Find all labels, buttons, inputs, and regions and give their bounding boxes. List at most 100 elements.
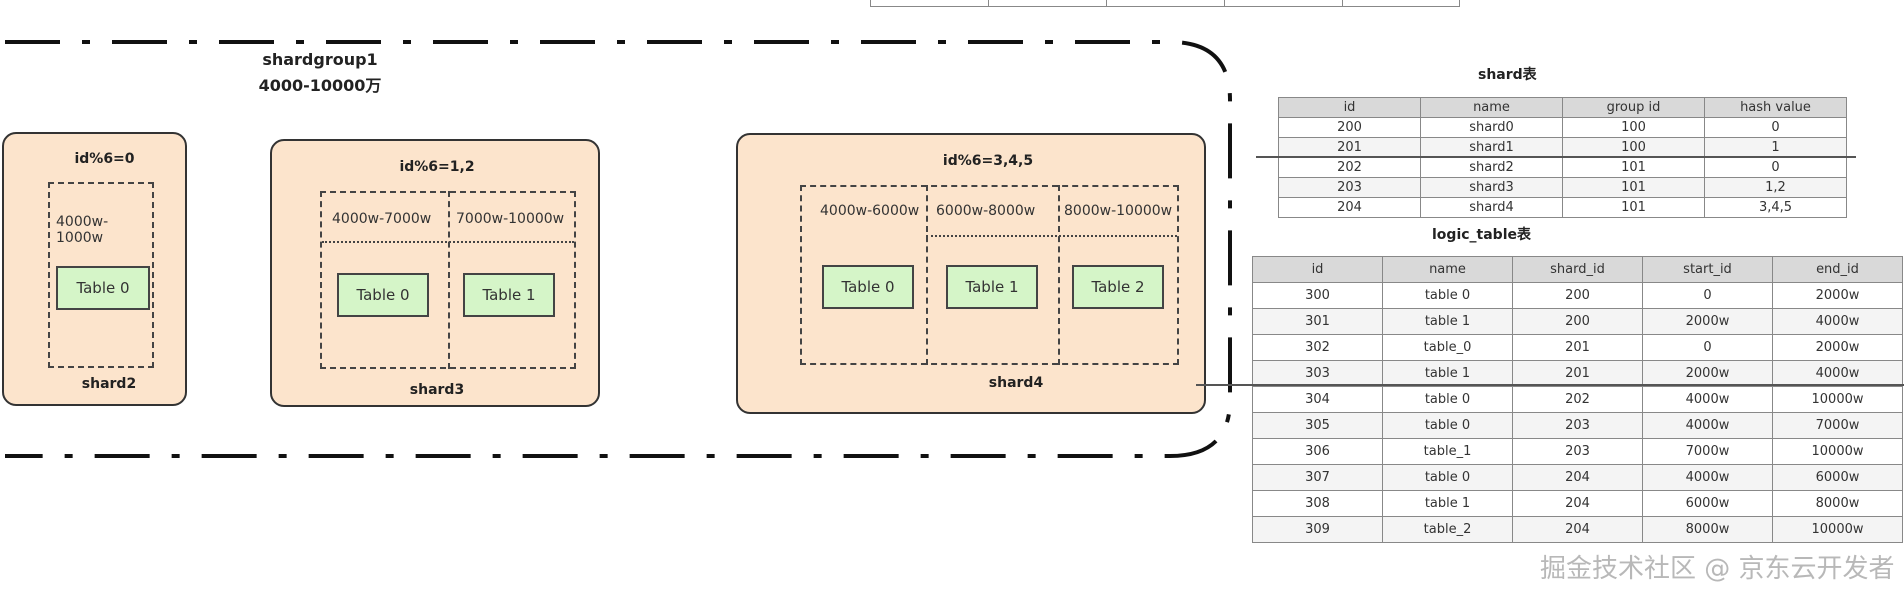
cell: shard1 (1420, 137, 1563, 158)
shard3-range-0: 4000w-7000w (332, 211, 432, 227)
cell: 2000w (1772, 282, 1903, 309)
cell: 101 (1562, 197, 1705, 218)
table-row: 201 shard1 100 1 (1278, 137, 1847, 158)
cell: 203 (1512, 438, 1643, 465)
shard2-box: id%6=0 4000w-1000w Table 0 shard2 (2, 132, 187, 406)
shard-table-header: name (1420, 97, 1563, 118)
cell: 7000w (1772, 412, 1903, 439)
cell: shard2 (1420, 157, 1563, 178)
cell: 202 (1512, 386, 1643, 413)
shard4-range-0: 4000w-6000w (820, 203, 920, 219)
cell: 10000w (1772, 516, 1903, 543)
cell: 203 (1512, 412, 1643, 439)
cell: 0 (1642, 282, 1773, 309)
cell: shard4 (1420, 197, 1563, 218)
cell: 204 (1512, 490, 1643, 517)
logic-table-header: shard_id (1512, 256, 1643, 283)
cell: 0 (1704, 117, 1847, 138)
cell: 0 (1704, 157, 1847, 178)
logic-table-header: name (1382, 256, 1513, 283)
cell: 4000w (1642, 412, 1773, 439)
shard3-box: id%6=1,2 4000w-7000w 7000w-10000w Table … (270, 139, 600, 407)
cell: 201 (1512, 360, 1643, 387)
shard4-range-1: 6000w-8000w (936, 203, 1036, 219)
cell: 204 (1278, 197, 1421, 218)
cell: 100 (1562, 117, 1705, 138)
cell: 100 (1562, 137, 1705, 158)
shard3-name: shard3 (409, 382, 465, 398)
shardgroup-boundary (5, 40, 1232, 458)
shard3-table-0: Table 0 (337, 273, 429, 317)
shard4-name: shard4 (988, 375, 1044, 391)
cell: 6000w (1642, 490, 1773, 517)
cell: 200 (1512, 282, 1643, 309)
logic-table-header: id (1252, 256, 1383, 283)
cell: shard0 (1420, 117, 1563, 138)
cell: 101 (1562, 177, 1705, 198)
shard3-range-1: 7000w-10000w (456, 211, 565, 227)
cell: 303 (1252, 360, 1383, 387)
cell: 1,2 (1704, 177, 1847, 198)
cell: 4000w (1772, 360, 1903, 387)
cell: table 0 (1382, 282, 1513, 309)
cell: table 1 (1382, 308, 1513, 335)
shard-table: id name group id hash value 200 shard0 1… (1278, 97, 1847, 218)
cell: shard3 (1420, 177, 1563, 198)
shard4-box: id%6=3,4,5 4000w-6000w 6000w-8000w 8000w… (736, 133, 1206, 414)
cell: table_2 (1382, 516, 1513, 543)
cell: 200 (1278, 117, 1421, 138)
cell: 4000w (1772, 308, 1903, 335)
partial-table-top (870, 0, 1460, 7)
shardgroup-title: shardgroup1 (262, 50, 378, 69)
shard4-condition: id%6=3,4,5 (942, 153, 1034, 169)
cell: 8000w (1772, 490, 1903, 517)
cell: 6000w (1772, 464, 1903, 491)
logic-table-title: logic_table表 (1432, 227, 1531, 243)
cell: table_1 (1382, 438, 1513, 465)
cell: table 0 (1382, 386, 1513, 413)
cell: 204 (1512, 464, 1643, 491)
cell: 202 (1278, 157, 1421, 178)
cell: 10000w (1772, 386, 1903, 413)
watermark: 掘金技术社区 @ 京东云开发者 (1540, 554, 1895, 584)
shard-table-header: group id (1562, 97, 1705, 118)
cell: 302 (1252, 334, 1383, 361)
table-row: 203 shard3 101 1,2 (1278, 177, 1847, 198)
shard2-condition: id%6=0 (74, 151, 135, 167)
logic-table-header: end_id (1772, 256, 1903, 283)
shard2-name: shard2 (81, 376, 137, 392)
shard-table-header: hash value (1704, 97, 1847, 118)
shard2-partition: 4000w-1000w Table 0 (48, 182, 154, 368)
cell: table 0 (1382, 464, 1513, 491)
cell: 4000w (1642, 386, 1773, 413)
cell: 307 (1252, 464, 1383, 491)
cell: 7000w (1642, 438, 1773, 465)
cell: 201 (1278, 137, 1421, 158)
shardgroup-range: 4000-10000万 (258, 76, 382, 95)
shard2-table-0: Table 0 (56, 266, 150, 310)
cell: 203 (1278, 177, 1421, 198)
cell: 304 (1252, 386, 1383, 413)
cell: 200 (1512, 308, 1643, 335)
cell: table 1 (1382, 360, 1513, 387)
shard4-partition: 4000w-6000w 6000w-8000w 8000w-10000w Tab… (800, 185, 1179, 365)
table-row: 202 shard2 101 0 (1278, 157, 1847, 178)
table-row: 200 shard0 100 0 (1278, 117, 1847, 138)
cell: 308 (1252, 490, 1383, 517)
cell: 309 (1252, 516, 1383, 543)
shard4-table-1: Table 1 (946, 265, 1038, 309)
shard2-range: 4000w-1000w (56, 214, 109, 246)
shard3-partition: 4000w-7000w 7000w-10000w Table 0 Table 1 (320, 191, 576, 369)
shard4-table-0: Table 0 (822, 265, 914, 309)
table-row: 204 shard4 101 3,4,5 (1278, 197, 1847, 218)
shard-table-header: id (1278, 97, 1421, 118)
